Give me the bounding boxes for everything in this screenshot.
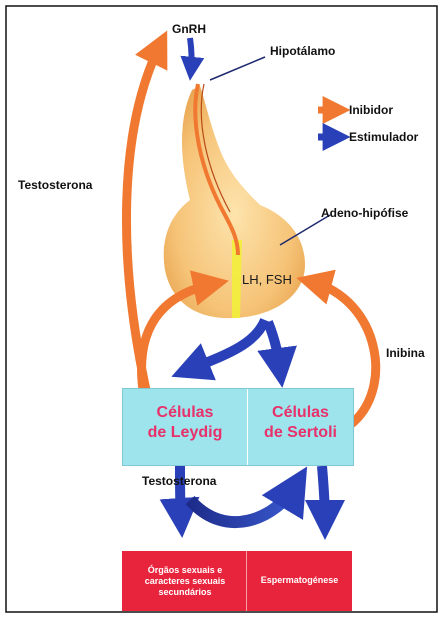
lh-fsh-label: LH, FSH <box>242 272 292 287</box>
gnrh-label: GnRH <box>172 22 206 36</box>
legend-stimulator-label: Estimulador <box>349 130 418 144</box>
gnrh-arrow <box>190 38 192 70</box>
hipotalamo-pointer <box>210 57 265 80</box>
hipotalamo-label: Hipotálamo <box>270 44 335 58</box>
leydig-cells-label: Células de Leydig <box>123 403 247 443</box>
targets-box: Órgãos sexuais e caracteres sexuais secu… <box>122 551 352 611</box>
spermatogenesis-label: Espermatogénese <box>247 575 352 586</box>
cells-box: Células de Leydig Células de Sertoli <box>122 388 354 466</box>
sertoli-cells-label: Células de Sertoli <box>248 403 353 443</box>
testosterona-bottom-label: Testosterona <box>142 474 216 488</box>
lh-to-leydig-arrow <box>188 320 265 370</box>
testosterona-left-label: Testosterona <box>18 178 92 192</box>
legend-inhibitor-label: Inibidor <box>349 103 393 117</box>
sertoli-to-spermatogenesis-arrow <box>322 466 325 522</box>
adeno-hipofise-label: Adeno-hipófise <box>321 206 408 220</box>
inibina-label: Inibina <box>386 346 425 360</box>
testosterone-to-sertoli-arrow <box>190 485 296 522</box>
organs-label: Órgãos sexuais e caracteres sexuais secu… <box>130 565 240 598</box>
fsh-to-sertoli-arrow <box>268 322 280 370</box>
